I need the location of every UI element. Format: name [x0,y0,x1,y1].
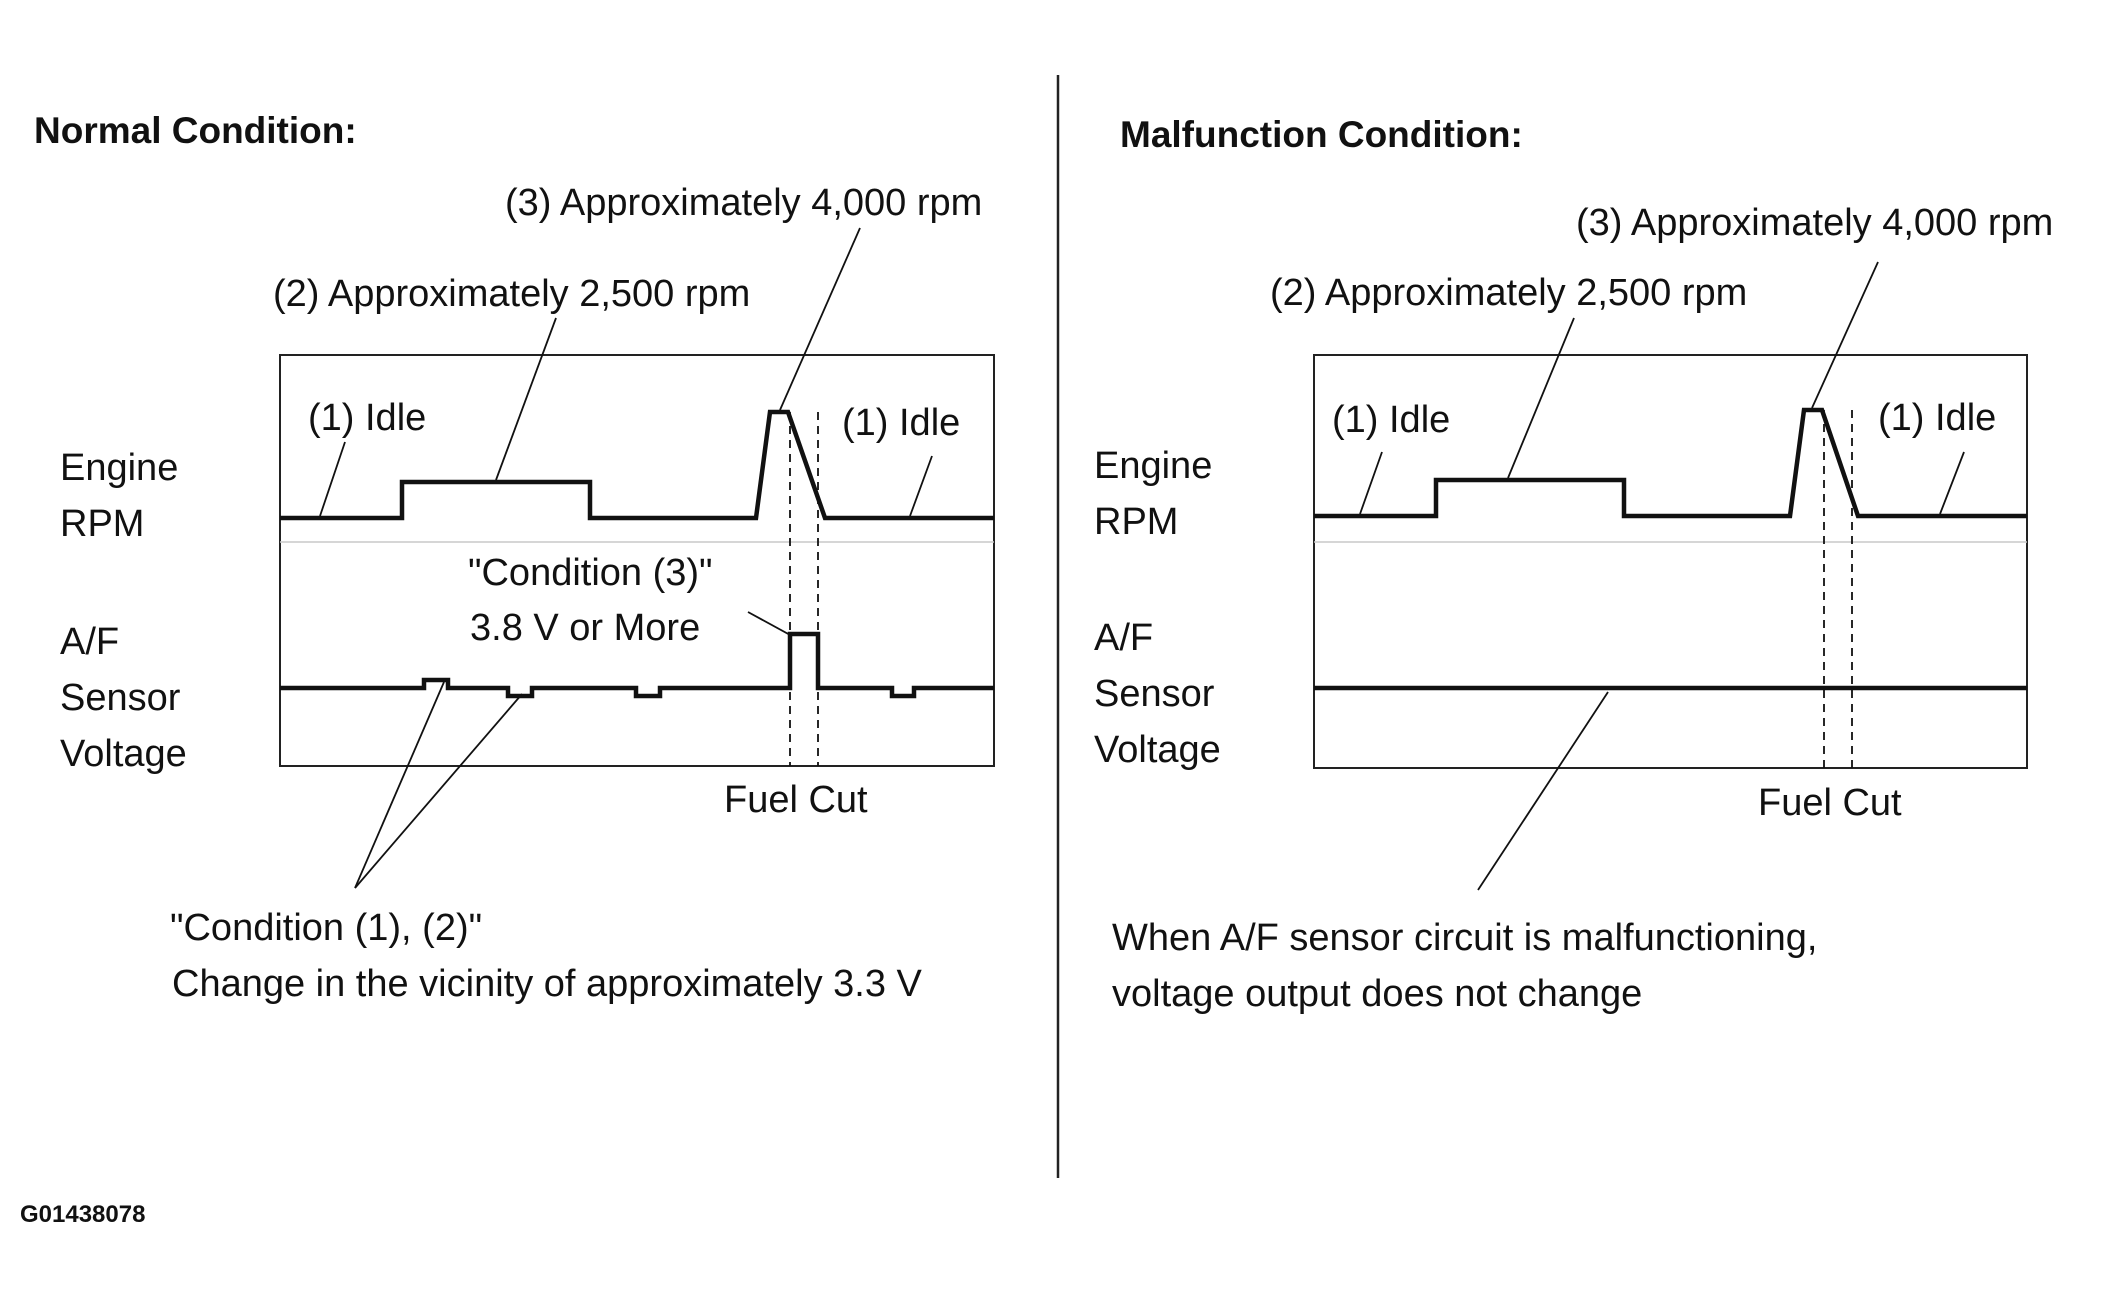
normal-af-label-line1: A/F [60,621,119,663]
malfunction-2500-leader [1507,317,1575,479]
malfunction-idle-left-label: (1) Idle [1332,399,1450,441]
normal-label-2500rpm: (2) Approximately 2,500 rpm [273,273,750,315]
normal-af-label-line2: Sensor [60,677,181,719]
malfunction-idle-left-leader [1359,451,1383,515]
normal-idle-left-label: (1) Idle [308,397,426,439]
malfunction-heading: Malfunction Condition: [1120,114,1523,155]
malfunction-idle-right-label: (1) Idle [1878,397,1996,439]
normal-condition12-leader-a [354,681,445,889]
normal-graph-box [279,354,995,767]
normal-2500-leader [495,317,557,481]
malfunction-note-line1: When A/F sensor circuit is malfunctionin… [1112,917,1817,959]
malfunction-condition-panel: Malfunction Condition: (3) Approximately… [1094,114,2053,1015]
normal-label-4000rpm: (3) Approximately 4,000 rpm [505,182,982,224]
figure-id: G01438078 [20,1201,145,1228]
normal-idle-left-leader [319,441,346,517]
normal-rpm-label-line1: Engine [60,447,178,489]
normal-condition12-line2: Change in the vicinity of approximately … [172,963,923,1005]
malfunction-engine-rpm-trace [1314,407,2027,519]
normal-af-label-line3: Voltage [60,733,187,775]
normal-idle-right-label: (1) Idle [842,402,960,444]
malfunction-fuel-cut-label: Fuel Cut [1758,782,1902,824]
normal-4000-leader [779,227,861,411]
malfunction-af-label-line1: A/F [1094,617,1153,659]
malfunction-rpm-label-line1: Engine [1094,445,1212,487]
normal-condition-panel: Normal Condition: (3) Approximately 4,00… [34,110,995,1005]
malfunction-note-leader [1477,691,1609,891]
normal-condition3-line2: 3.8 V or More [470,607,700,649]
normal-af-voltage-trace [280,631,994,699]
malfunction-idle-right-leader [1939,451,1965,515]
malfunction-label-2500rpm: (2) Approximately 2,500 rpm [1270,272,1747,314]
malfunction-label-4000rpm: (3) Approximately 4,000 rpm [1576,202,2053,244]
malfunction-rpm-label-line2: RPM [1094,501,1178,543]
malfunction-note-line2: voltage output does not change [1112,973,1642,1015]
normal-condition3-leader [747,611,793,637]
malfunction-4000-leader [1811,261,1879,409]
normal-idle-right-leader [909,455,933,517]
malfunction-af-label-line3: Voltage [1094,729,1221,771]
normal-condition12-leader-b [354,693,523,889]
malfunction-graph-box [1313,354,2028,769]
normal-engine-rpm-trace [280,409,994,521]
normal-rpm-label-line2: RPM [60,503,144,545]
normal-condition12-line1: "Condition (1), (2)" [170,907,482,949]
normal-fuel-cut-label: Fuel Cut [724,779,868,821]
malfunction-af-label-line2: Sensor [1094,673,1215,715]
normal-condition3-line1: "Condition (3)" [468,552,713,594]
normal-heading: Normal Condition: [34,110,357,151]
